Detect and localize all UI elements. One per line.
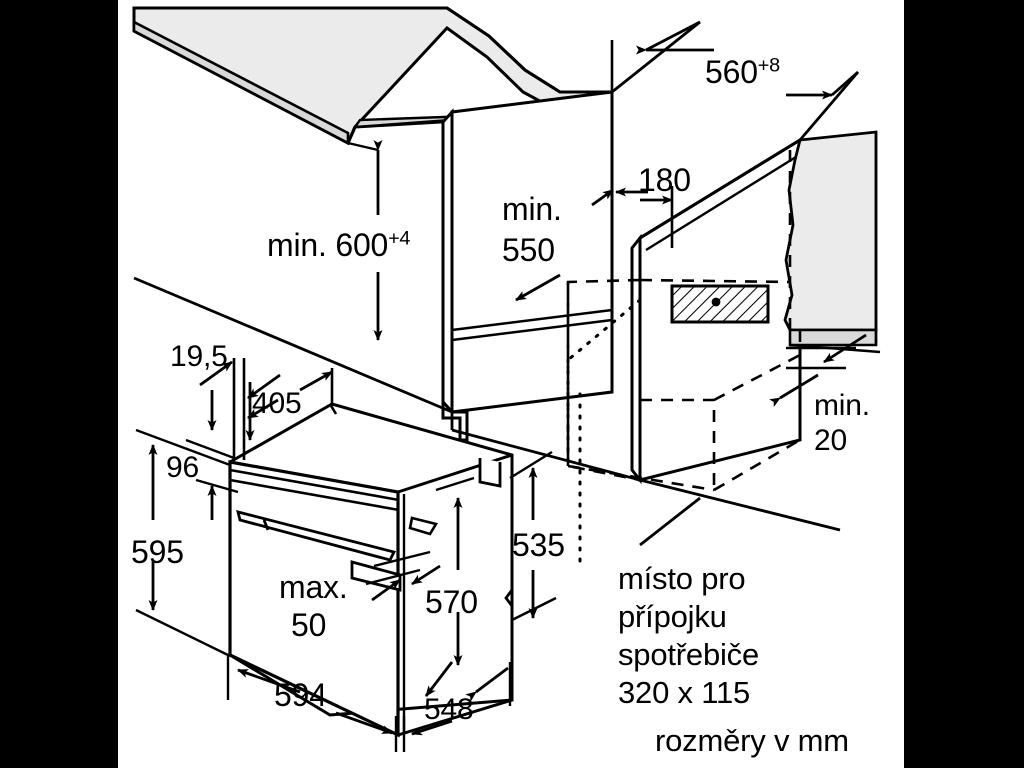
dim-535 [509, 450, 557, 622]
connection-note-line-2: přípojku [618, 599, 727, 634]
label-appliance-depth: 548 [424, 693, 474, 726]
units-note: rozměry v mm [655, 723, 849, 758]
label-niche-width-min-line1: min. [502, 191, 562, 227]
leader-line-connection-note [578, 392, 701, 568]
label-appliance-width: 594 [274, 677, 327, 713]
label-control-panel-width: 405 [252, 387, 302, 420]
dim-405 [245, 368, 334, 441]
label-control-panel-height: 96 [166, 451, 199, 484]
dim-min600 [347, 140, 383, 341]
oven-appliance [228, 402, 514, 738]
label-socket-offset: 180 [638, 162, 691, 198]
label-handle-clearance-line1: max. [279, 569, 348, 605]
right-wall-panel [783, 130, 881, 354]
connection-note-line-4: 320 x 115 [618, 675, 751, 710]
hidden-outline-dotted [566, 298, 642, 468]
dim-548 [411, 661, 512, 736]
dim-594 [226, 655, 406, 752]
label-handle-clearance-line2: 50 [291, 607, 327, 643]
label-rear-gap-line2: 20 [814, 424, 847, 457]
electrical-connection-zone [670, 284, 770, 324]
label-front-frame-thickness: 19,5 [170, 340, 228, 373]
label-niche-width-min-line2: 550 [502, 232, 555, 268]
label-niche-depth: 560+8 [705, 54, 780, 90]
letterbox-bar-left [0, 0, 118, 768]
dim-180 [610, 40, 674, 248]
hidden-outline-dashed [566, 150, 802, 492]
dim-min550 [450, 112, 614, 302]
dim-max50 [365, 550, 441, 602]
dim-570 [435, 476, 475, 666]
dim-560 [611, 20, 860, 141]
label-appliance-height: 595 [131, 534, 184, 570]
dim-96 [185, 390, 239, 520]
letterbox-bar-right [904, 0, 1024, 768]
label-door-to-body-height: 570 [425, 584, 478, 620]
connection-note-line-3: spotřebiče [618, 637, 760, 672]
dim-19-5 [199, 358, 281, 460]
dim-595 [135, 428, 231, 658]
label-niche-height: min. 600+4 [267, 227, 411, 263]
connection-note-line-1: místo pro [618, 561, 746, 596]
dim-min20 [769, 333, 867, 408]
label-rear-gap-line1: min. [814, 389, 870, 422]
label-appliance-body-height: 535 [512, 527, 565, 563]
